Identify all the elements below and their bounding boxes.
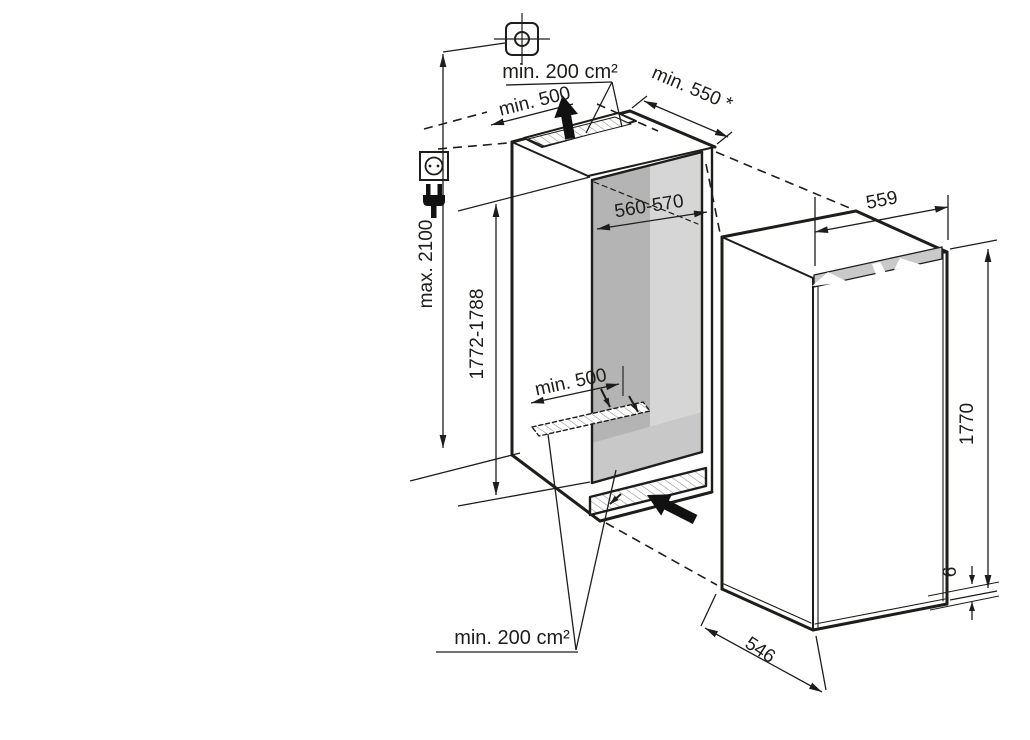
bottom-vent-area-label: min. 200 cm²	[454, 627, 570, 649]
bottom-vent-slot	[588, 466, 708, 517]
appliance-width-label: 559	[864, 187, 899, 214]
appliance-top-vent	[812, 246, 943, 288]
appliance-depth-label: 546	[741, 633, 779, 668]
max-height-label: max. 2100	[416, 220, 437, 309]
power-socket-icon	[419, 151, 449, 181]
airflow-in-arrow-icon	[647, 494, 698, 524]
niche-cabinet	[510, 109, 717, 523]
appliance	[720, 209, 949, 632]
niche-depth-label: min. 550 *	[649, 63, 737, 116]
top-vent-area-label: min. 200 cm²	[502, 61, 618, 83]
appliance-door-face	[813, 252, 947, 630]
niche-height-label: 1772-1788	[467, 289, 488, 380]
position-mark-icon	[494, 13, 550, 65]
door-overlap-label: 6	[940, 567, 961, 578]
appliance-height-label: 1770	[957, 403, 978, 445]
top-vent-slot	[523, 112, 637, 148]
appliance-side-face	[722, 237, 813, 630]
airflow-up-arrow-icon	[554, 95, 578, 140]
niche-floor	[592, 412, 702, 483]
floor-vent-slot	[531, 401, 651, 437]
power-plug-icon	[423, 184, 445, 218]
projection-lines	[423, 103, 853, 586]
dimension-lines	[409, 42, 1000, 693]
